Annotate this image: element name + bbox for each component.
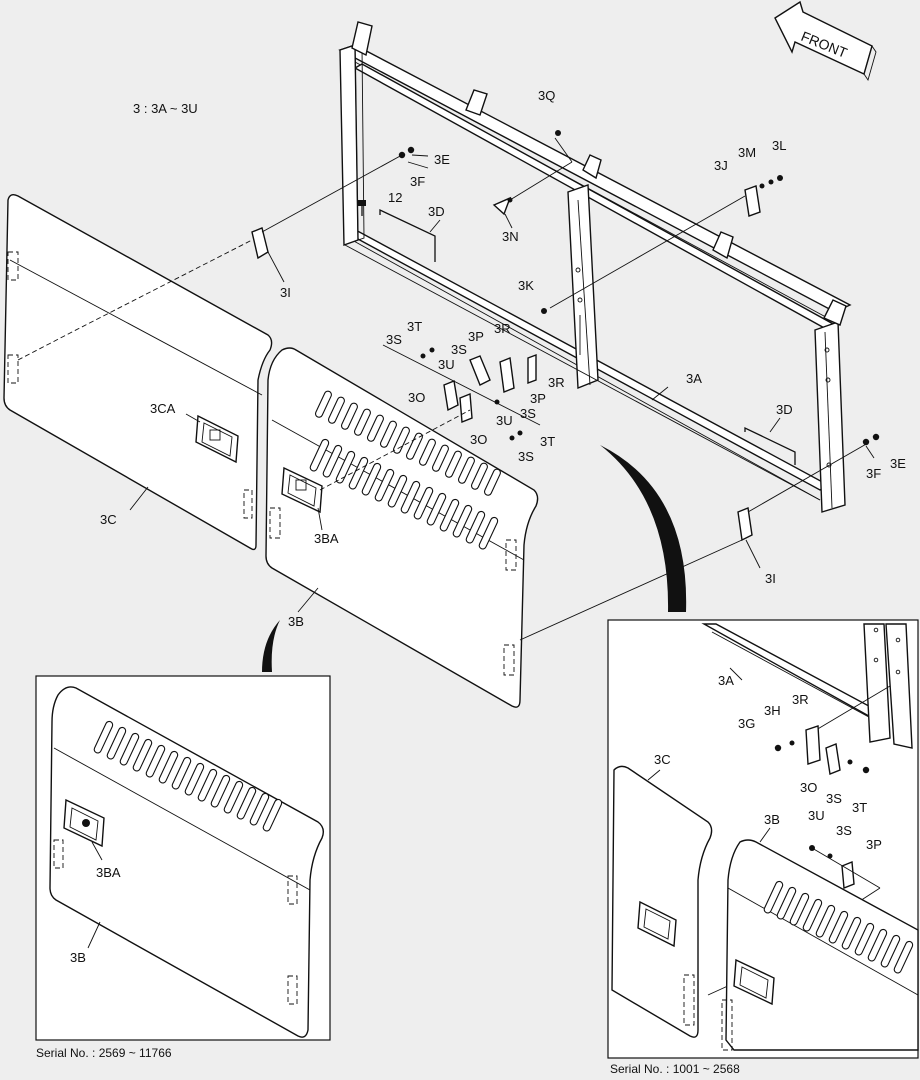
panel-3b <box>265 347 539 708</box>
label-3b-inset: 3B <box>70 950 86 965</box>
label-3e-right: 3E <box>890 456 906 471</box>
label-3e-left: 3E <box>434 152 450 167</box>
label-3h-inset: 3H <box>764 703 781 718</box>
label-3q: 3Q <box>538 88 555 103</box>
label-3o-inset: 3O <box>800 780 817 795</box>
inset-right <box>607 619 919 1059</box>
label-3ca: 3CA <box>150 401 176 416</box>
label-3u-lower: 3U <box>496 413 513 428</box>
label-3l: 3L <box>772 138 786 153</box>
detail-pointer-arrows <box>262 445 687 672</box>
label-3d-lower: 3D <box>776 402 793 417</box>
label-3ba-main: 3BA <box>314 531 339 546</box>
label-3s-lower: 3S <box>520 406 536 421</box>
label-3n: 3N <box>502 229 519 244</box>
label-3b-inset-right: 3B <box>764 812 780 827</box>
label-12: 12 <box>388 190 402 205</box>
label-3r-inset: 3R <box>792 692 809 707</box>
label-3g-inset: 3G <box>738 716 755 731</box>
label-3c-inset: 3C <box>654 752 671 767</box>
label-3k: 3K <box>518 278 534 293</box>
label-3r-lower: 3R <box>548 375 565 390</box>
label-3ba-inset: 3BA <box>96 865 121 880</box>
label-3a-inset: 3A <box>718 673 734 688</box>
label-3t-lower: 3T <box>540 434 555 449</box>
leader-lines <box>17 137 875 641</box>
label-3i-left: 3I <box>280 285 291 300</box>
label-3f-right: 3F <box>866 466 881 481</box>
louvre-row-upper <box>314 390 501 496</box>
label-3s-upper: 3S <box>386 332 402 347</box>
label-3s-inset-lower: 3S <box>836 823 852 838</box>
serial-left: Serial No. : 2569 ~ 11766 <box>36 1046 172 1060</box>
label-3o-upper: 3O <box>408 390 425 405</box>
serial-right: Serial No. : 1001 ~ 2568 <box>610 1062 740 1076</box>
label-3r-upper: 3R <box>494 321 511 336</box>
label-3s-mid: 3S <box>451 342 467 357</box>
label-3i-right: 3I <box>765 571 776 586</box>
label-3c-main: 3C <box>100 512 117 527</box>
part-labels: 3 : 3A ~ 3U 3Q 3E 3F 12 3D 3N 3J 3M 3L 3… <box>36 88 906 1076</box>
label-3s-bottom: 3S <box>518 449 534 464</box>
label-3p-upper: 3P <box>468 329 484 344</box>
group-label: 3 : 3A ~ 3U <box>133 101 198 116</box>
panel-3c <box>3 193 273 551</box>
label-3j: 3J <box>714 158 728 173</box>
label-3u-inset: 3U <box>808 808 825 823</box>
hardware-parts <box>251 130 880 542</box>
label-3b-main: 3B <box>288 614 304 629</box>
label-3p-inset: 3P <box>866 837 882 852</box>
louvre-row-lower <box>309 438 499 550</box>
label-3u-upper: 3U <box>438 357 455 372</box>
label-3f-left: 3F <box>410 174 425 189</box>
front-direction-arrow: FRONT <box>774 0 877 82</box>
label-3o-lower: 3O <box>470 432 487 447</box>
label-3s-inset-upper: 3S <box>826 791 842 806</box>
label-3d-upper: 3D <box>428 204 445 219</box>
label-3m: 3M <box>738 145 756 160</box>
label-3t-inset: 3T <box>852 800 867 815</box>
frame-3a <box>338 21 852 513</box>
inset-left <box>35 675 331 1041</box>
label-3p-lower: 3P <box>530 391 546 406</box>
label-3a-main: 3A <box>686 371 702 386</box>
label-3t-upper: 3T <box>407 319 422 334</box>
